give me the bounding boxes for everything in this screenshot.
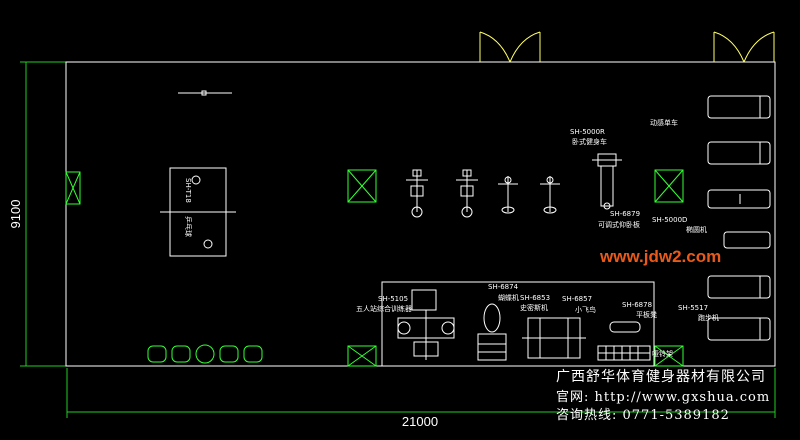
flat-bench <box>609 321 641 333</box>
multi-station <box>397 289 455 360</box>
butterfly-code: SH-6874 <box>488 283 519 291</box>
flat-name: 平板凳 <box>636 310 657 319</box>
abdominal-board <box>592 153 622 210</box>
treadmills <box>707 95 771 341</box>
door-right <box>713 31 775 63</box>
abdominal-name: 可调式仰卧板 <box>598 220 640 229</box>
upright-bike-name: 动感单车 <box>650 118 678 127</box>
multi-code: SH-5105 <box>378 295 408 303</box>
flat-code: SH-6878 <box>622 301 652 309</box>
bike-name: 卧式健身车 <box>572 137 607 146</box>
elliptical-name: 椭圆机 <box>686 225 707 234</box>
table-tennis-table <box>160 167 236 257</box>
abdominal-code: SH-6879 <box>610 210 640 218</box>
multi-name: 五人站综合训练器 <box>356 304 412 313</box>
lounge-seats <box>147 344 263 364</box>
table-tennis-code: SH-T18 <box>184 178 192 203</box>
width-dimension: 21000 <box>402 414 438 429</box>
dumbbell-rack <box>597 345 651 361</box>
bike-code: SH-5000R <box>570 128 605 136</box>
butterfly-machine <box>477 303 507 361</box>
pillars <box>65 169 684 367</box>
smith-name: 史密斯机 <box>520 303 548 312</box>
company-name: 广西舒华体育健身器材有限公司 <box>556 369 766 385</box>
ellipticals <box>707 189 771 249</box>
table-tennis-name: 乒乓球 <box>184 216 193 237</box>
dimension-lines <box>20 61 776 418</box>
room-outline <box>65 61 776 367</box>
bird-code: SH-6857 <box>562 295 592 303</box>
company-website: 官网: http://www.gxshua.com <box>556 390 771 405</box>
light-fixture <box>178 90 232 96</box>
treadmill-name: 跑步机 <box>698 313 719 322</box>
smith-machine <box>522 317 586 359</box>
height-dimension: 9100 <box>8 200 23 229</box>
treadmill-code: SH-5517 <box>678 304 708 312</box>
elliptical-code: SH-5000D <box>652 216 687 224</box>
butterfly-name: 蝴蝶机 <box>498 293 519 302</box>
smith-code: SH-6853 <box>520 294 550 302</box>
watermark: www.jdw2.com <box>599 247 721 266</box>
bird-name: 小飞鸟 <box>575 305 596 314</box>
exercise-bikes <box>406 169 560 218</box>
door-left <box>479 31 541 63</box>
company-hotline: 咨询热线: 0771-5389182 <box>556 408 730 423</box>
strength-area <box>381 281 655 367</box>
rack-name: 哑铃架 <box>652 349 673 358</box>
